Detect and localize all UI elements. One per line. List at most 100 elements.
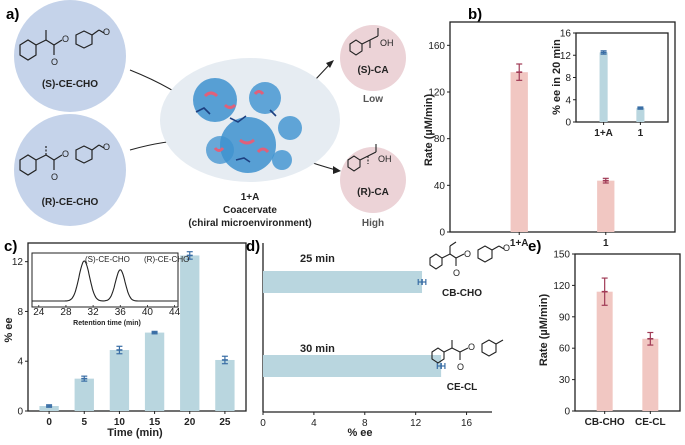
- panel-label-e: e): [528, 238, 541, 255]
- b-bar: [597, 180, 615, 232]
- c-inset-xtick-label: 24: [33, 307, 45, 318]
- e-axes-frame: [574, 253, 681, 412]
- b-xtick-label: 1: [603, 238, 609, 249]
- c-axes-frame: [27, 242, 247, 412]
- coacervate-droplets: [193, 78, 302, 173]
- b-inset-ytick-label: 4: [565, 95, 571, 106]
- b-inset-ytick-label: 16: [560, 29, 572, 40]
- r-product-label: (R)-CA: [357, 187, 389, 198]
- panel-label-a: a): [6, 6, 19, 23]
- b-xtick-label: 1+A: [510, 238, 529, 249]
- c-bar: [180, 255, 200, 411]
- b-inset-ytick-label: 12: [560, 51, 572, 62]
- panel-label-d: d): [246, 238, 260, 255]
- s-product-label: (S)-CA: [357, 65, 388, 76]
- e-xtick-label: CB-CHO: [585, 417, 625, 428]
- d-xtick-label: 16: [461, 418, 473, 429]
- cb-cho-ester-o: O: [464, 249, 471, 259]
- c-inset-xtick-label: 28: [60, 307, 72, 318]
- c-xtick-label: 10: [114, 417, 126, 428]
- ce-cl-ester-o: O: [468, 342, 475, 352]
- r-aldehyde-o: O: [103, 142, 110, 152]
- s-substrate-circle: [14, 0, 126, 112]
- c-xtick-label: 15: [149, 417, 161, 428]
- cb-cho-structure: [429, 241, 505, 270]
- c-bar: [109, 350, 130, 411]
- c-ytick-label: 8: [17, 307, 23, 318]
- ce-cl-carbonyl-o: O: [457, 362, 464, 372]
- ce-cl-structure: [431, 339, 504, 364]
- e-bar: [642, 338, 659, 411]
- r-substrate-structure: [19, 144, 105, 176]
- s-rate-label: Low: [363, 94, 383, 105]
- panel-a-scheme: a) O O O (S)-CE-CHO O O O: [6, 0, 406, 229]
- coacervate-label-1: 1+A: [241, 192, 260, 203]
- e-ytick-label: 0: [564, 407, 570, 418]
- b-ytick-label: 120: [428, 88, 445, 99]
- b-ytick-label: 0: [439, 228, 445, 239]
- c-bar: [39, 406, 59, 411]
- b-ytick-label: 40: [434, 181, 446, 192]
- d-bar: [263, 271, 423, 293]
- s-ester-o: O: [62, 34, 69, 44]
- panel-b-marks: 0 40 80 120 160 1+A 1: [428, 21, 676, 249]
- b-inset-xtick-label: 1: [638, 128, 644, 139]
- b-ytick-label: 160: [428, 41, 445, 52]
- c-inset-xtick-label: 32: [88, 307, 100, 318]
- s-product-oh: OH: [380, 38, 394, 48]
- coacervate-label-2: Coacervate: [223, 205, 277, 216]
- panel-d-marks: 0 4 8 12 16: [260, 243, 492, 429]
- r-product-structure: [347, 144, 377, 172]
- d-xtick-label: 0: [260, 418, 266, 429]
- panel-b-ylabel: Rate (µM/min): [423, 93, 435, 166]
- s-product-circle: [340, 25, 406, 91]
- c-inset-frame: [31, 252, 179, 308]
- e-ytick-label: 30: [559, 375, 571, 386]
- c-bar: [215, 359, 235, 411]
- b-inset-xtick-label: 1+A: [594, 128, 613, 139]
- c-inset-xtick-label: 44: [169, 307, 181, 318]
- ce-cl-label: CE-CL: [447, 382, 478, 393]
- r-substrate-circle: [14, 114, 126, 226]
- d-xtick-label: 12: [410, 418, 422, 429]
- panel-d-xlabel: % ee: [347, 427, 372, 439]
- e-ytick-label: 90: [559, 312, 571, 323]
- r-substrate-label: (R)-CE-CHO: [42, 197, 99, 208]
- b-axes-frame: [449, 21, 676, 233]
- cb-cho-aldehyde-o: O: [503, 243, 510, 253]
- panel-d-label-25min: 25 min: [300, 253, 335, 265]
- c-ytick-label: 0: [17, 407, 23, 418]
- c-xtick-label: 20: [184, 417, 196, 428]
- e-ytick-label: 120: [553, 281, 570, 292]
- r-product-oh: OH: [378, 154, 392, 164]
- panel-e-ylabel: Rate (µM/min): [538, 293, 550, 366]
- d-bar: [263, 355, 442, 377]
- r-ester-o: O: [62, 149, 69, 159]
- r-rate-label: High: [362, 218, 384, 229]
- c-inset-xtick-label: 36: [115, 307, 127, 318]
- panel-c-ylabel: % ee: [3, 317, 15, 342]
- c-xtick-label: 0: [46, 417, 52, 428]
- b-inset-bar: [636, 108, 645, 122]
- s-product-structure: [349, 28, 379, 56]
- d-xtick-label: 8: [362, 418, 368, 429]
- panel-label-c: c): [4, 238, 17, 255]
- r-carbonyl-o: O: [51, 172, 58, 182]
- cb-cho-label: CB-CHO: [442, 288, 482, 299]
- r-output-arrowhead: [333, 166, 341, 174]
- inset-peak-label-s: (S)-CE-CHO: [85, 255, 130, 264]
- c-xtick-label: 25: [219, 417, 231, 428]
- s-aldehyde-o: O: [103, 27, 110, 37]
- d-xtick-label: 4: [311, 418, 317, 429]
- b-ytick-label: 80: [434, 134, 446, 145]
- e-ytick-label: 150: [553, 250, 570, 261]
